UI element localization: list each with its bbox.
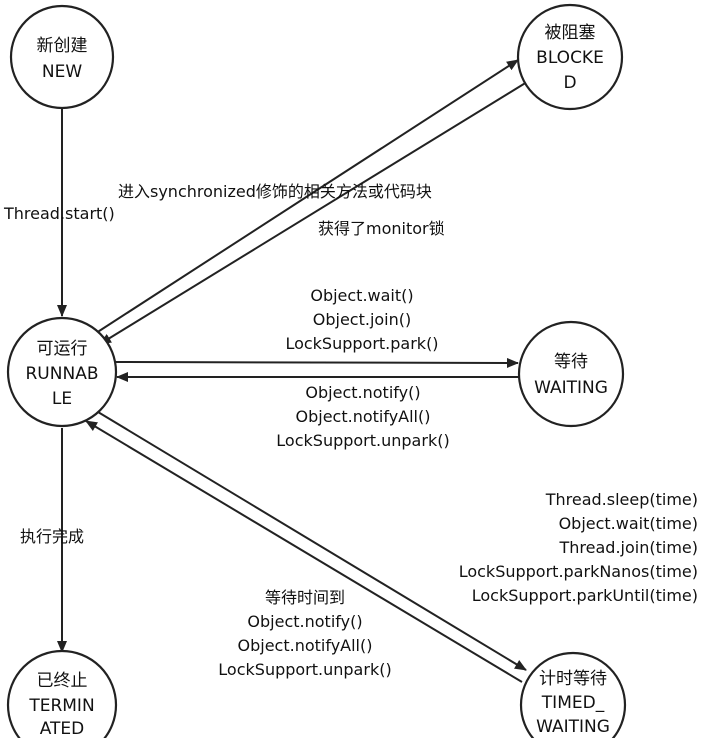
state-runnable-en-1: RUNNAB <box>26 364 99 384</box>
label-runnable-to-timed-waiting-line: Object.wait(time) <box>558 514 698 533</box>
label-blocked-to-runnable: 获得了monitor锁 <box>318 219 445 238</box>
label-waiting-to-runnable-line: Object.notifyAll() <box>295 407 431 426</box>
state-new-en: NEW <box>42 62 82 82</box>
label-runnable-to-waiting-line: Object.wait() <box>310 286 414 305</box>
label-timed-waiting-to-runnable-line: Object.notify() <box>247 612 363 631</box>
label-timed-waiting-to-runnable: 等待时间到 Object.notify() Object.notifyAll()… <box>196 586 414 682</box>
label-runnable-to-timed-waiting-line: LockSupport.parkNanos(time) <box>458 562 698 581</box>
label-runnable-to-timed-waiting-line: Thread.sleep(time) <box>545 490 698 509</box>
label-waiting-to-runnable-line: Object.notify() <box>305 383 421 402</box>
label-timed-waiting-to-runnable-line: Object.notifyAll() <box>237 636 373 655</box>
state-waiting: 等待 WAITING <box>517 320 625 428</box>
state-blocked: 被阻塞 BLOCKE D <box>516 3 624 111</box>
edge-runnable-to-waiting <box>114 357 519 368</box>
edge-blocked-to-runnable <box>99 81 528 345</box>
state-blocked-cn: 被阻塞 <box>545 23 596 43</box>
state-waiting-en: WAITING <box>534 378 608 398</box>
label-runnable-to-terminated: 执行完成 <box>20 527 85 546</box>
label-timed-waiting-to-runnable-line: LockSupport.unpark() <box>218 660 392 679</box>
state-timed-waiting-cn: 计时等待 <box>539 669 607 689</box>
state-terminated-cn: 已终止 <box>37 671 88 691</box>
state-waiting-cn: 等待 <box>554 352 588 372</box>
state-blocked-en-1: BLOCKE <box>536 48 604 68</box>
state-timed-waiting: 计时等待 TIMED_ WAITING <box>519 651 627 738</box>
state-blocked-en-2: D <box>563 73 576 93</box>
state-runnable: 可运行 RUNNAB LE <box>6 316 118 428</box>
state-timed-waiting-en-1: TIMED_ <box>541 693 605 713</box>
state-terminated: 已终止 TERMIN ATED <box>6 649 118 738</box>
state-timed-waiting-en-2: WAITING <box>536 717 610 737</box>
state-runnable-en-2: LE <box>52 389 72 409</box>
edge-runnable-to-blocked <box>92 59 519 336</box>
state-new-cn: 新创建 <box>37 36 88 56</box>
label-runnable-to-waiting-line: Object.join() <box>312 310 412 329</box>
label-runnable-to-blocked: 进入synchronized修饰的相关方法或代码块 <box>118 182 432 201</box>
label-runnable-to-waiting-line: LockSupport.park() <box>285 334 439 353</box>
label-new-to-runnable: Thread.start() <box>4 204 115 223</box>
label-waiting-to-runnable: Object.notify() Object.notifyAll() LockS… <box>248 381 478 453</box>
state-new: 新创建 NEW <box>9 4 115 110</box>
state-terminated-en-1: TERMIN <box>28 696 94 716</box>
edge-runnable-to-timed-waiting <box>97 411 527 671</box>
edge-timed-waiting-to-runnable <box>85 420 523 683</box>
label-runnable-to-timed-waiting-line: LockSupport.parkUntil(time) <box>471 586 698 605</box>
label-runnable-to-timed-waiting-line: Thread.join(time) <box>559 538 698 557</box>
state-terminated-en-2: ATED <box>40 719 85 738</box>
state-runnable-cn: 可运行 <box>37 339 88 359</box>
label-waiting-to-runnable-line: LockSupport.unpark() <box>276 431 450 450</box>
label-runnable-to-waiting: Object.wait() Object.join() LockSupport.… <box>262 284 462 356</box>
label-runnable-to-timed-waiting: Thread.sleep(time) Object.wait(time) Thr… <box>418 488 698 608</box>
label-timed-waiting-to-runnable-line: 等待时间到 <box>264 588 345 607</box>
